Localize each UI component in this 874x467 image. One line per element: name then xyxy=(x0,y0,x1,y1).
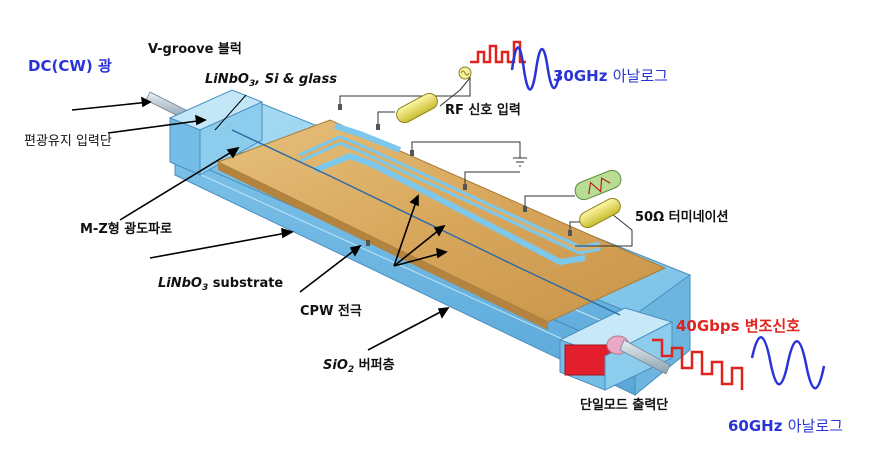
label-termination: 50Ω 터미네이션 xyxy=(635,210,729,225)
label-sio2-buffer: SiO2 버퍼층 xyxy=(323,358,395,375)
label-analog-30ghz: 30GHz 아날로그 xyxy=(553,67,668,85)
label-dc-light: DC(CW) 광 xyxy=(28,57,112,75)
output-analog-wave xyxy=(750,336,826,390)
ground-symbol xyxy=(411,141,527,188)
output-fiber xyxy=(606,335,671,375)
label-rf-input: RF 신호 입력 xyxy=(445,103,521,118)
rf-feed xyxy=(339,66,472,128)
label-singlemode-output: 단일모드 출력단 xyxy=(580,398,669,413)
rf-digital-signal xyxy=(470,40,526,64)
rf-analog-wave xyxy=(510,46,562,91)
termination-resistor-yellow xyxy=(579,197,621,229)
label-mz-waveguide: M-Z형 광도파로 xyxy=(80,222,173,237)
label-polarization-input: 편광유지 입력단 xyxy=(24,134,112,149)
label-vgroove-block: V-groove 블럭 xyxy=(148,42,242,57)
cpw-electrode xyxy=(216,119,667,330)
rf-resistor xyxy=(396,92,438,124)
annotation-arrows xyxy=(71,94,450,351)
vgroove-block-left xyxy=(168,89,264,176)
label-analog-60ghz: 60GHz 아날로그 xyxy=(728,417,843,435)
label-block-material: LiNbO3, Si & glass xyxy=(205,72,337,89)
contact-pads xyxy=(338,104,572,246)
label-substrate: LiNbO3 substrate xyxy=(158,276,284,293)
label-modulated-signal: 40Gbps 변조신호 xyxy=(676,317,801,335)
termination-resistor-green xyxy=(574,169,622,201)
mz-waveguide-path xyxy=(231,129,621,316)
label-cpw-electrode: CPW 전극 xyxy=(300,304,362,319)
output-digital-signal xyxy=(652,338,744,390)
